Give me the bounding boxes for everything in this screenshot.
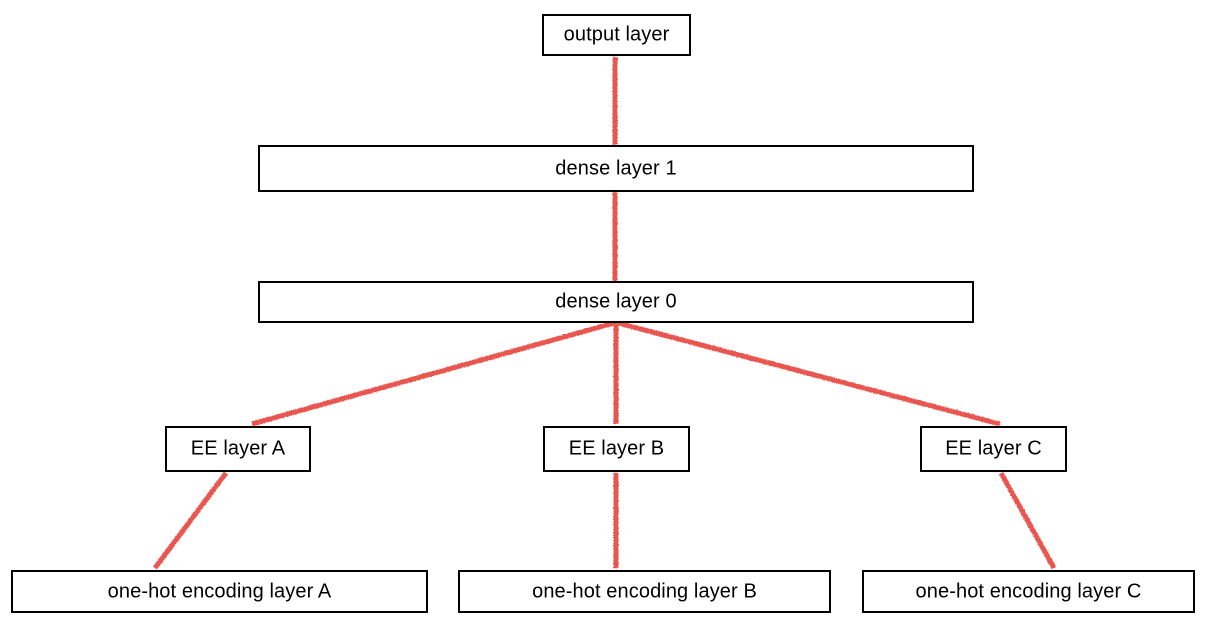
node-label: EE layer B	[568, 437, 665, 460]
node-label: output layer	[563, 23, 670, 46]
edge-dense0-ee-a	[251, 320, 615, 427]
node-label: EE layer C	[945, 437, 1042, 460]
edge-dense0-ee-c	[617, 320, 1001, 427]
node-one-hot-encoding-layer-b[interactable]: one-hot encoding layer B	[458, 570, 831, 613]
node-output-layer[interactable]: output layer	[542, 14, 691, 56]
node-ee-layer-c[interactable]: EE layer C	[920, 426, 1067, 472]
edge-ee-c-onehot-c	[998, 471, 1057, 570]
node-one-hot-encoding-layer-c[interactable]: one-hot encoding layer C	[862, 570, 1195, 613]
node-label: one-hot encoding layer B	[532, 580, 757, 602]
node-dense-layer-0[interactable]: dense layer 0	[258, 281, 974, 323]
node-one-hot-encoding-layer-a[interactable]: one-hot encoding layer A	[11, 570, 428, 613]
edge-ee-a-onehot-a	[152, 471, 229, 570]
node-label: EE layer A	[190, 437, 286, 460]
node-label: one-hot encoding layer C	[915, 580, 1142, 602]
node-ee-layer-b[interactable]: EE layer B	[543, 426, 690, 472]
node-label: one-hot encoding layer A	[107, 580, 332, 602]
node-dense-layer-1[interactable]: dense layer 1	[258, 145, 974, 192]
node-label: dense layer 0	[555, 290, 677, 313]
node-ee-layer-a[interactable]: EE layer A	[165, 426, 311, 472]
node-label: dense layer 1	[555, 157, 677, 179]
